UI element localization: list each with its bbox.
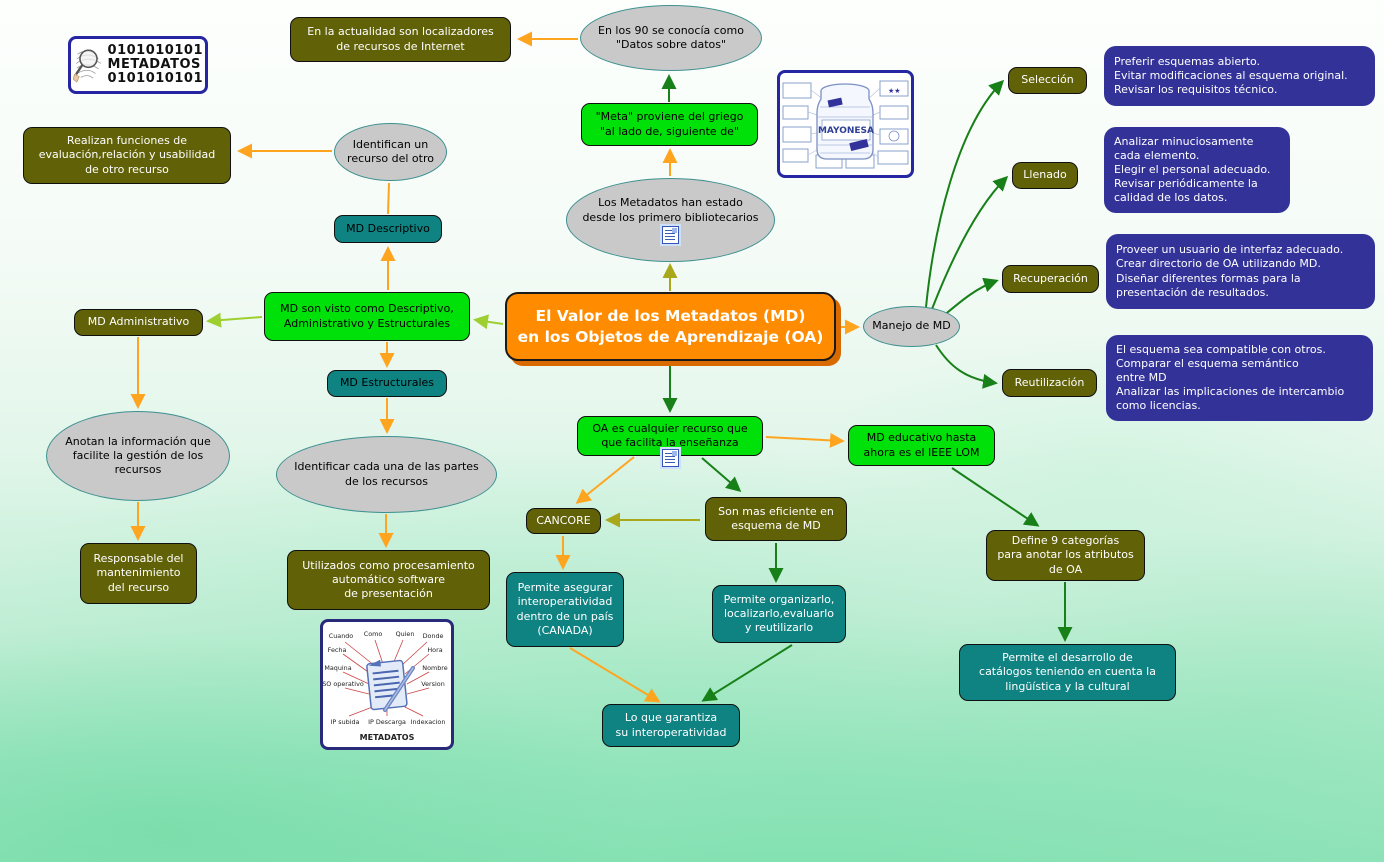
stamp-line: 0101010101: [107, 71, 203, 87]
mayonesa-label: MAYONESA: [818, 126, 874, 136]
node-recuperacion[interactable]: Recuperación: [1002, 265, 1099, 293]
node-seleccion-detail[interactable]: Preferir esquemas abierto. Evitar modifi…: [1104, 46, 1375, 106]
node-catalogs[interactable]: Permite el desarrollo de catálogos tenie…: [959, 644, 1176, 701]
node-recuperacion-detail[interactable]: Proveer un usuario de interfaz adecuado.…: [1106, 234, 1375, 309]
node-annotate-info[interactable]: Anotan la información que facilite la ge…: [46, 411, 230, 501]
node-reutilizacion-detail[interactable]: El esquema sea compatible con otros. Com…: [1106, 335, 1373, 421]
diagram-label: Fecha: [328, 646, 347, 654]
node-interoperability-canada[interactable]: Permite asegurar interoperatividad dentr…: [506, 572, 624, 647]
node-identify-parts[interactable]: Identificar cada una de las partes de lo…: [276, 436, 497, 513]
node-nineties[interactable]: En los 90 se conocía como "Datos sobre d…: [580, 5, 762, 71]
diagram-label: Cuando: [329, 632, 354, 640]
node-llenado-detail[interactable]: Analizar minuciosamente cada elemento. E…: [1104, 127, 1290, 213]
node-internet-locators[interactable]: En la actualidad son localizadores de re…: [290, 17, 511, 62]
diagram-label: SO operativo: [323, 680, 364, 688]
node-organize[interactable]: Permite organizarlo, localizarlo,evaluar…: [712, 585, 846, 643]
node-md-types[interactable]: MD son visto como Descriptivo, Administr…: [264, 292, 470, 341]
node-md-descriptivo[interactable]: MD Descriptivo: [334, 215, 442, 243]
fingerprint-magnifier-graphic: [73, 49, 102, 83]
diagram-label: Version: [421, 680, 445, 688]
diagram-label: IP Descarga: [368, 718, 406, 726]
diagram-label: Como: [364, 630, 383, 638]
node-reutilizacion[interactable]: Reutilización: [1002, 369, 1097, 397]
node-seleccion[interactable]: Selección: [1008, 67, 1087, 94]
document-icon[interactable]: [662, 449, 679, 467]
node-nine-categories[interactable]: Define 9 categorías para anotar los atri…: [986, 530, 1145, 581]
node-identify-resource[interactable]: Identifican un recurso del otro: [334, 123, 447, 181]
diagram-label: Nombre: [422, 664, 447, 672]
node-evaluation-functions[interactable]: Realizan funciones de evaluación,relació…: [23, 127, 231, 184]
diagram-label: IP subida: [331, 718, 360, 726]
mayonesa-image[interactable]: MAYONESA ★★: [777, 70, 914, 178]
stamp-text: 0101010101 METADATOS 0101010101: [107, 42, 203, 87]
node-central-title[interactable]: El Valor de los Metadatos (MD) en los Ob…: [505, 292, 836, 361]
node-llenado[interactable]: Llenado: [1012, 162, 1078, 189]
node-librarians-label: Los Metadatos han estado desde los prime…: [582, 196, 759, 224]
node-automatic-processing[interactable]: Utilizados como procesamiento automático…: [287, 550, 490, 610]
node-md-administrativo[interactable]: MD Administrativo: [74, 309, 203, 336]
mayonesa-graphic: MAYONESA ★★: [782, 80, 909, 169]
diagram-label: Indexacion: [411, 718, 446, 726]
node-md-educativo[interactable]: MD educativo hasta ahora es el IEEE LOM: [848, 425, 995, 466]
metadatos-stamp-image[interactable]: 0101010101 METADATOS 0101010101: [68, 36, 208, 94]
metadata-diagram-image[interactable]: Cuando Como Quien Donde Fecha Hora Maqui…: [320, 619, 454, 750]
diagram-label: Quien: [396, 630, 415, 638]
node-md-estructurales[interactable]: MD Estructurales: [327, 370, 447, 397]
node-guarantee[interactable]: Lo que garantiza su interoperatividad: [602, 704, 740, 747]
diagram-label: Hora: [427, 646, 442, 654]
diagram-caption: METADATOS: [360, 733, 415, 742]
document-icon[interactable]: [662, 225, 679, 244]
node-maintenance[interactable]: Responsable del mantenimiento del recurs…: [80, 543, 197, 604]
node-librarians[interactable]: Los Metadatos han estado desde los prime…: [566, 178, 775, 262]
stamp-line: METADATOS: [107, 56, 201, 72]
metadata-diagram-graphic: Cuando Como Quien Donde Fecha Hora Maqui…: [322, 630, 448, 742]
node-cancore[interactable]: CANCORE: [526, 508, 601, 534]
node-efficient-schema[interactable]: Son mas eficiente en esquema de MD: [705, 497, 847, 541]
stamp-line: 0101010101: [107, 42, 203, 58]
svg-text:★★: ★★: [888, 87, 901, 95]
diagram-label: Maquina: [324, 664, 351, 672]
node-meta-greek[interactable]: "Meta" proviene del griego "al lado de, …: [581, 103, 758, 146]
diagram-label: Donde: [423, 632, 444, 640]
node-manejo-md[interactable]: Manejo de MD: [863, 306, 960, 347]
